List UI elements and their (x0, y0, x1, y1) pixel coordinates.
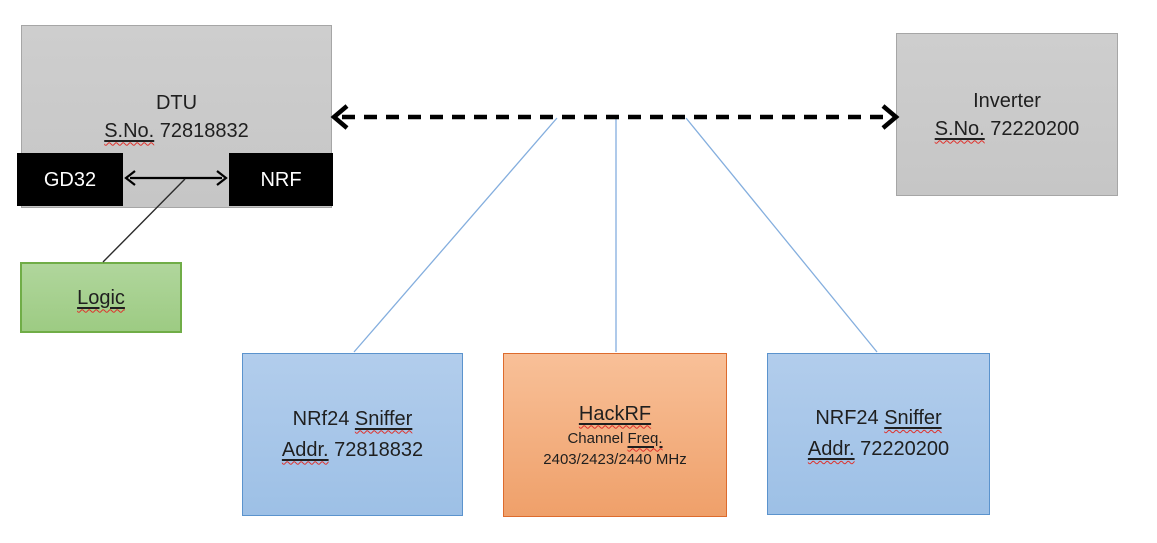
misspelled-word: Addr. (807, 438, 855, 460)
misspelled-word: Sniffer (884, 407, 942, 429)
dashed-arrowhead-left (330, 104, 349, 130)
misspelled-word: Sniffer (354, 407, 413, 430)
inverter-serial: S.No. 72220200 (934, 117, 1080, 140)
misspelled-word: S.No. (104, 119, 155, 142)
inverter-node: Inverter S.No. 72220200 (896, 33, 1118, 196)
sniffer-right-address: Addr. 72220200 (807, 438, 950, 460)
sniffer-left-connector-line (353, 117, 558, 353)
sniffer-left-node: NRf24 Sniffer Addr. 72818832 (242, 353, 463, 516)
dtu-serial: S.No. 72818832 (104, 119, 249, 142)
logic-node: Logic (20, 262, 182, 333)
dtu-title: DTU (155, 91, 198, 114)
misspelled-word: HackRF (578, 402, 652, 425)
misspelled-word: Logic (77, 286, 125, 309)
nrf-node: NRF (229, 153, 333, 206)
inverter-title: Inverter (973, 89, 1041, 112)
misspelled-word: S.No. (934, 117, 985, 140)
nrf-label: NRF (260, 168, 302, 191)
hackrf-channel-freq-label: Channel Freq. (567, 429, 663, 447)
sniffer-right-connector-line (685, 117, 878, 353)
dashed-arrowhead-right (881, 104, 900, 130)
misspelled-word: Freq. (627, 429, 663, 447)
gd32-node: GD32 (17, 153, 123, 206)
sniffer-left-address: Addr. 72818832 (281, 438, 424, 461)
gd32-label: GD32 (43, 168, 97, 191)
hackrf-node: HackRF Channel Freq. 2403/2423/2440 MHz (503, 353, 727, 517)
sniffer-left-title: NRf24 Sniffer (292, 407, 413, 430)
sniffer-right-node: NRF24 Sniffer Addr. 72220200 (767, 353, 990, 515)
logic-label: Logic (77, 284, 125, 312)
hackrf-frequencies: 2403/2423/2440 MHz (543, 450, 687, 468)
misspelled-word: Addr. (281, 438, 329, 461)
sniffer-right-title: NRF24 Sniffer (815, 407, 942, 429)
hackrf-title: HackRF (579, 401, 651, 428)
